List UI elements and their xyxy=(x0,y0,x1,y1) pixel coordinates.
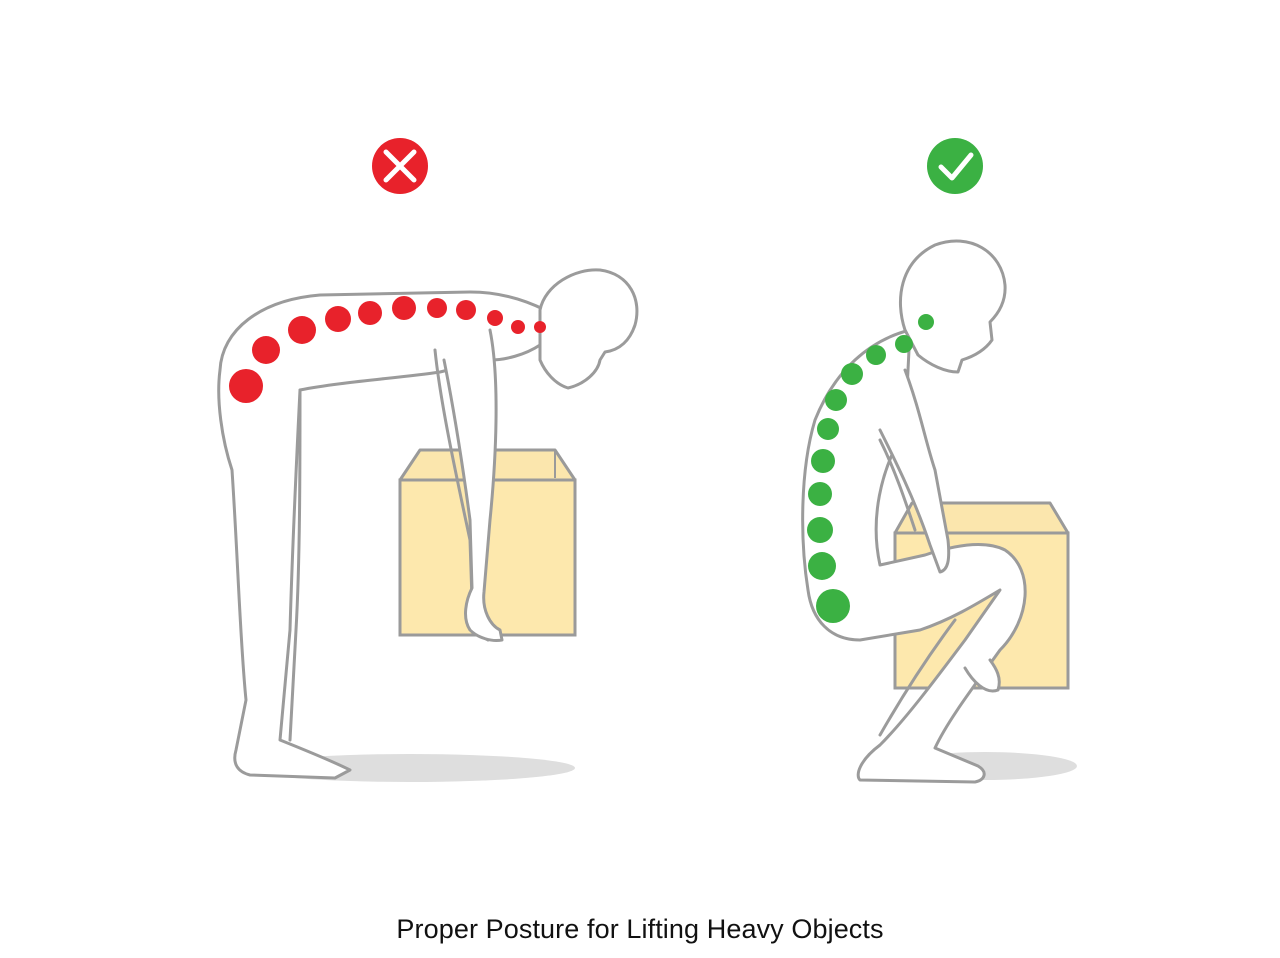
vertebra-dot xyxy=(918,314,934,330)
vertebra-dot xyxy=(358,301,382,325)
vertebra-dot xyxy=(825,389,847,411)
vertebra-dot xyxy=(511,320,525,334)
vertebra-dot xyxy=(229,369,263,403)
vertebra-dot xyxy=(808,552,836,580)
check-mark xyxy=(938,152,974,181)
squat-figure xyxy=(801,239,1027,784)
vertebra-dot xyxy=(841,363,863,385)
vertebra-dot xyxy=(895,335,913,353)
vertebra-dot xyxy=(427,298,447,318)
vertebra-dot xyxy=(252,336,280,364)
spine-dots-incorrect xyxy=(229,296,546,403)
vertebra-dot xyxy=(534,321,546,333)
correct-posture-panel xyxy=(801,138,1077,784)
vertebra-dot xyxy=(807,517,833,543)
vertebra-dot xyxy=(811,449,835,473)
vertebra-dot xyxy=(866,345,886,365)
incorrect-badge xyxy=(372,138,428,194)
vertebra-dot xyxy=(816,589,850,623)
check-icon xyxy=(927,138,983,194)
diagram-caption: Proper Posture for Lifting Heavy Objects xyxy=(396,914,884,944)
vertebra-dot xyxy=(808,482,832,506)
vertebra-dot xyxy=(392,296,416,320)
cross-mark xyxy=(383,149,417,183)
vertebra-dot xyxy=(325,306,351,332)
spine-dots-correct xyxy=(807,314,934,623)
vertebra-dot xyxy=(487,310,503,326)
bent-figure xyxy=(217,268,639,780)
correct-badge xyxy=(927,138,983,194)
vertebra-dot xyxy=(288,316,316,344)
vertebra-dot xyxy=(456,300,476,320)
incorrect-posture-panel xyxy=(217,138,639,782)
vertebra-dot xyxy=(817,418,839,440)
